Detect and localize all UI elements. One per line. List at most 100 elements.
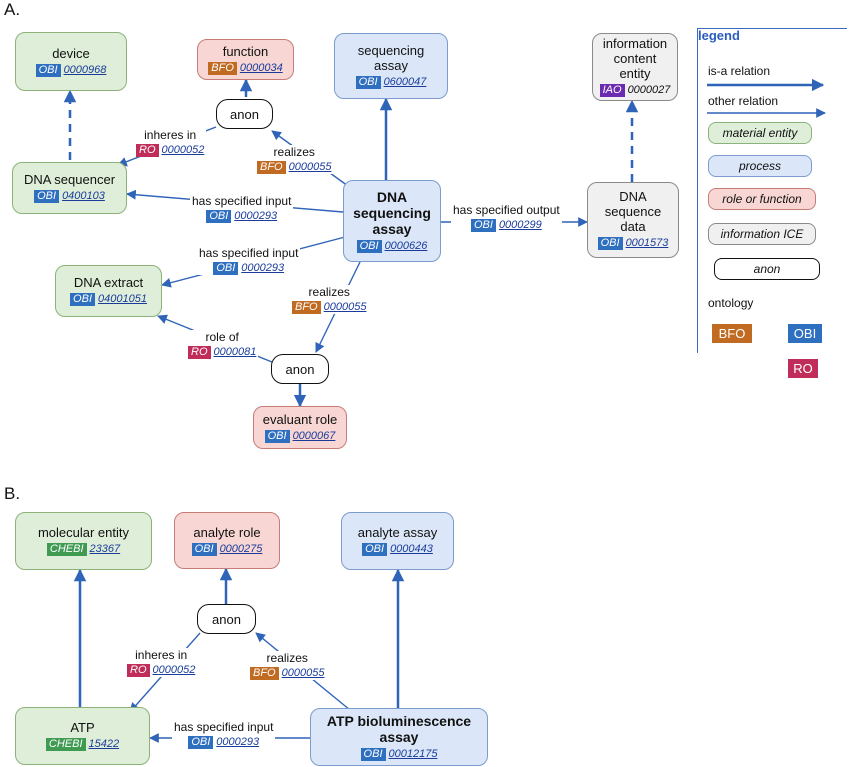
term-id: 0000027	[627, 84, 671, 96]
node-title: DNA sequencer	[23, 172, 116, 187]
node-anon-1: anon	[216, 99, 273, 129]
prefix-badge: BFO	[292, 300, 321, 314]
prefix-badge: OBI	[34, 190, 60, 203]
prefix-badge: BFO	[250, 666, 279, 680]
legend-obi-badge: OBI	[788, 324, 822, 343]
legend-ro-badge: RO	[788, 359, 818, 378]
prefix-badge: OBI	[597, 237, 623, 250]
term-id-link[interactable]: 0000055	[323, 301, 367, 313]
legend-bfo-badge: BFO	[712, 324, 752, 343]
node-anon-2: anon	[271, 354, 329, 384]
term-id-link[interactable]: 23367	[89, 543, 121, 555]
legend-title: legend	[698, 28, 740, 43]
legend-process-swatch: process	[708, 155, 812, 177]
prefix-badge: BFO	[208, 61, 237, 75]
node-title: device	[52, 45, 90, 61]
edge-label-text: realizes	[273, 145, 315, 159]
prefix-badge: OBI	[264, 429, 290, 443]
node-title: information content entity	[602, 36, 668, 81]
term-id-link[interactable]: 0000626	[384, 239, 428, 252]
prefix-badge: OBI	[355, 75, 381, 89]
term-id-link[interactable]: 0000443	[390, 543, 433, 555]
term-id-link[interactable]: 0000293	[234, 210, 278, 222]
node-title: DNA sequence data	[604, 189, 662, 234]
term-id-link[interactable]: 15422	[88, 738, 120, 750]
term-id-link[interactable]: 0400103	[62, 190, 105, 202]
prefix-badge: OBI	[213, 261, 239, 275]
section-b-label: B.	[4, 484, 21, 503]
prefix-badge: OBI	[35, 63, 61, 77]
prefix-badge: RO	[136, 143, 159, 157]
node-title: ATP bioluminescence assay	[326, 712, 472, 745]
term-id-link[interactable]: 0000293	[216, 736, 260, 748]
term-id-link[interactable]: 0000067	[292, 429, 336, 442]
edge-label-text: role of	[205, 330, 239, 344]
edge-label-text: realizes	[266, 651, 308, 665]
term-id-link[interactable]: 0000968	[63, 63, 107, 76]
term-id-link[interactable]: 0000275	[219, 542, 263, 555]
prefix-badge: IAO	[599, 84, 625, 97]
edge-label-text: realizes	[308, 285, 350, 299]
section-a-label: A.	[4, 0, 21, 19]
term-id-link[interactable]: 0000034	[239, 61, 283, 74]
term-id-link[interactable]: 00012175	[388, 747, 438, 760]
prefix-badge: RO	[188, 345, 211, 359]
prefix-badge: OBI	[191, 542, 217, 556]
prefix-badge: OBI	[360, 747, 386, 761]
node-title: anon	[212, 611, 241, 627]
term-id-link[interactable]: 0001573	[625, 237, 669, 249]
node-title: DNA extract	[73, 275, 144, 290]
legend-ontology-label: ontology	[708, 296, 754, 310]
edge-label-text: inheres in	[135, 648, 188, 662]
prefix-badge: OBI	[70, 293, 95, 306]
term-id-link[interactable]: 0000052	[161, 144, 205, 156]
node-title: analyte role	[193, 524, 261, 540]
term-id-link[interactable]: 0600047	[383, 75, 427, 88]
node-anon-3: anon	[197, 604, 256, 634]
legend-role-swatch: role or function	[708, 188, 816, 210]
node-title: anon	[285, 361, 315, 377]
term-id-link[interactable]: 0000055	[281, 667, 325, 679]
prefix-badge: OBI	[188, 735, 214, 749]
term-id-link[interactable]: 04001051	[98, 293, 147, 305]
node-title: evaluant role	[262, 411, 338, 427]
term-id-link[interactable]: 0000293	[241, 262, 285, 274]
edge-label-text: has specified input	[199, 246, 299, 260]
node-title: sequencing assay	[357, 42, 425, 73]
legend-other-label: other relation	[708, 94, 779, 108]
edge-label-text: has specified input	[174, 720, 274, 734]
prefix-badge: CHEBI	[46, 543, 87, 556]
node-title: molecular entity	[37, 525, 130, 540]
term-id-link[interactable]: 0000052	[152, 664, 196, 676]
prefix-badge: OBI	[362, 543, 388, 556]
legend-panel: legend is-a relation other relation mate…	[697, 28, 847, 378]
term-id-link[interactable]: 0000299	[498, 219, 542, 231]
prefix-badge: BFO	[257, 160, 286, 174]
legend-material-swatch: material entity	[708, 122, 812, 144]
term-id-link[interactable]: 0000055	[288, 161, 332, 173]
node-title: anon	[230, 106, 259, 122]
prefix-badge: RO	[127, 663, 150, 677]
prefix-badge: CHEBI	[45, 738, 86, 751]
node-title: ATP	[70, 720, 95, 735]
legend-ice-swatch: information ICE	[708, 223, 816, 245]
term-id-link[interactable]: 0000081	[213, 346, 257, 358]
